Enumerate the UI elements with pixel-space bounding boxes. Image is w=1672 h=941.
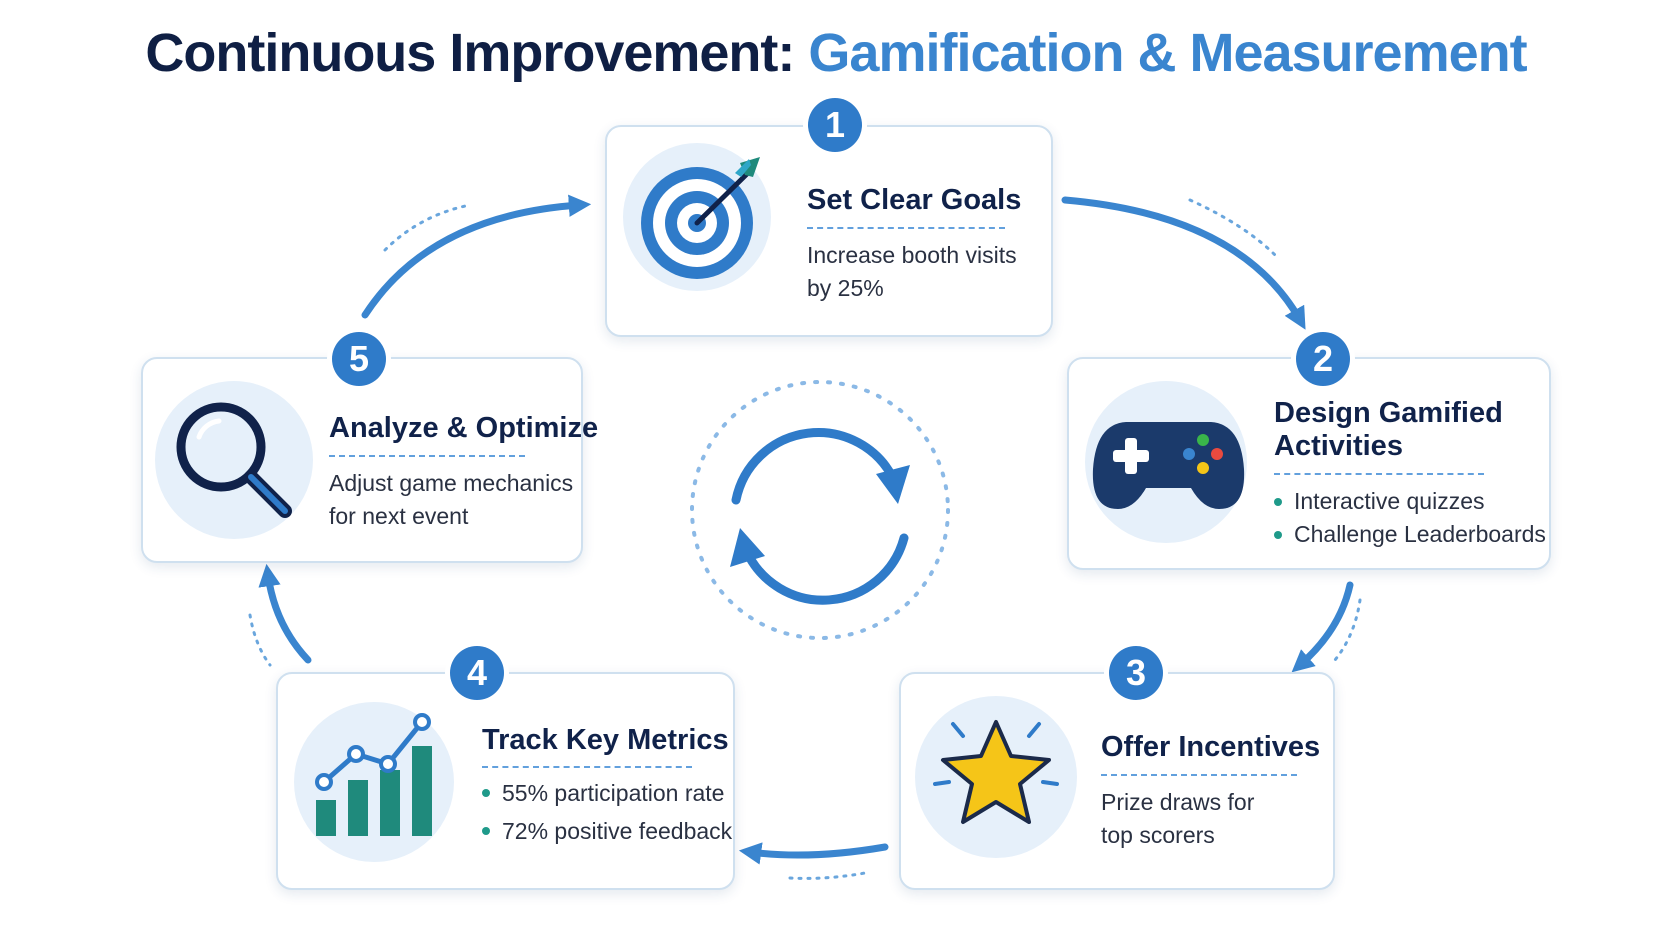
step-3-title: Offer Incentives	[1101, 731, 1321, 763]
step-badge-4: 4	[450, 646, 504, 700]
step-badge-1: 1	[808, 98, 862, 152]
arrow-3-to-4	[738, 842, 889, 865]
title-main: Continuous Improvement:	[145, 23, 795, 83]
step-1-description: Increase booth visits by 25%	[807, 242, 1017, 301]
step-1-title: Set Clear Goals	[807, 184, 1022, 216]
list-item: Challenge Leaderboards	[1274, 518, 1546, 551]
arrow-2-to-3	[1291, 581, 1354, 673]
magnifying-glass-icon	[176, 402, 292, 518]
step-4-bullets: 55% participation rate 72% positive feed…	[482, 774, 732, 850]
title-accent: Gamification & Measurement	[808, 23, 1527, 83]
target-arrow-icon	[641, 157, 760, 279]
step-card-2: Design Gamified Activities Interactive q…	[1067, 357, 1551, 570]
list-item: Interactive quizzes	[1274, 485, 1546, 518]
step-1-divider	[807, 227, 1005, 229]
refresh-cycle-icon	[690, 380, 950, 640]
step-2-bullets: Interactive quizzes Challenge Leaderboar…	[1274, 485, 1546, 551]
step-5-title: Analyze & Optimize	[329, 412, 599, 444]
page-title: Continuous Improvement: Gamification & M…	[0, 22, 1672, 84]
bar-chart-trend-icon	[315, 713, 432, 836]
step-card-5: Analyze & Optimize Adjust game mechanics…	[141, 357, 598, 563]
list-item: 55% participation rate	[482, 774, 732, 812]
star-icon	[933, 720, 1059, 824]
step-4-title: Track Key Metrics	[482, 724, 729, 756]
step-badge-2: 2	[1296, 332, 1350, 386]
step-3-description: Prize draws for top scorers	[1101, 789, 1255, 848]
game-controller-icon	[1092, 422, 1245, 509]
step-5-description: Adjust game mechanics for next event	[329, 470, 574, 529]
arrow-1-to-2	[1061, 196, 1306, 330]
step-badge-3: 3	[1109, 646, 1163, 700]
step-badge-5: 5	[332, 332, 386, 386]
step-5-divider	[329, 455, 525, 457]
step-card-1: Set Clear Goals Increase booth visits by…	[605, 125, 1053, 337]
step-4-divider	[482, 766, 692, 768]
arrow-4-to-5	[258, 563, 312, 664]
arrow-5-to-1	[361, 194, 592, 319]
step-2-title: Design Gamified Activities	[1274, 397, 1503, 462]
step-card-4: Track Key Metrics 55% participation rate…	[276, 672, 735, 890]
step-card-3: Offer Incentives Prize draws for top sco…	[899, 672, 1335, 890]
list-item: 72% positive feedback	[482, 812, 732, 850]
step-3-divider	[1101, 774, 1297, 776]
step-2-divider	[1274, 473, 1484, 475]
